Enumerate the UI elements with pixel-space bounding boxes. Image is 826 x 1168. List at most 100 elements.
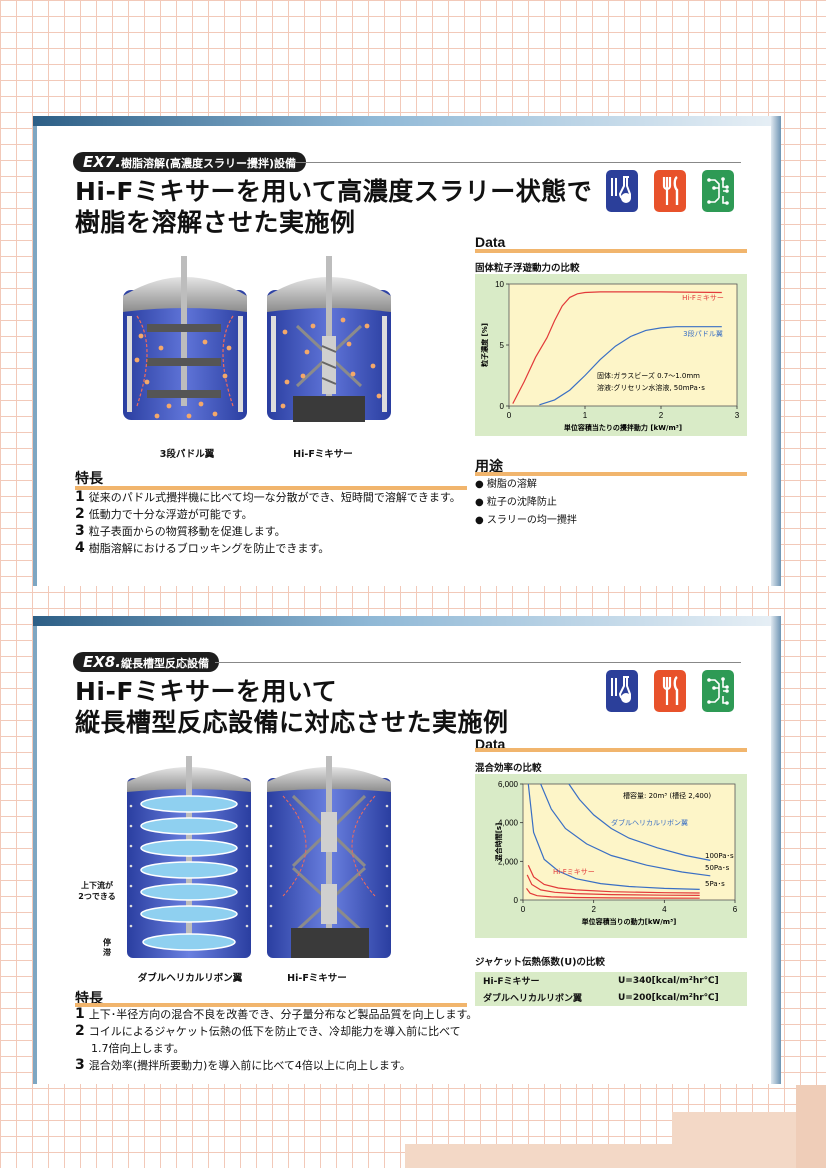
series-line: [527, 783, 700, 890]
y-tick-label: 2,000: [498, 857, 519, 866]
plot-area: [508, 283, 738, 407]
features-rule: [75, 1003, 467, 1007]
x-tick-label: 3: [735, 411, 740, 420]
features-heading: 特長: [75, 470, 103, 486]
callout-text: 上下流が: [81, 881, 113, 890]
feature-text: 混合効率(攪拌所要動力)を導入前に比べて4倍以上に向上します。: [88, 1059, 411, 1072]
y-axis-label: 混合時間[s]: [494, 823, 503, 862]
food-icon: [662, 676, 679, 705]
paddle-tank: [123, 256, 247, 420]
callout-stagnant: 停 滞: [103, 938, 117, 958]
feature-item: 1.7倍向上します。: [75, 1040, 515, 1057]
circuit-icon: [702, 170, 734, 212]
series-line: [568, 783, 711, 861]
card-top-bar: [33, 116, 781, 126]
use-text: スラリーの均一攪拌: [486, 515, 577, 526]
food-icon: [654, 170, 686, 212]
card-top-bar: [33, 616, 781, 626]
section-tag: EX8.縦長槽型反応設備: [73, 652, 219, 672]
uses-list: ● 樹脂の溶解 ● 粒子の沈降防止 ● スラリーの均一攪拌: [475, 476, 577, 530]
feature-number: 4: [75, 540, 85, 556]
feature-number: 1: [75, 1006, 85, 1022]
list-item: ● 粒子の沈降防止: [475, 497, 557, 508]
y-tick-label: 0: [514, 896, 519, 905]
x-axis-label: 単位容積当たりの攪拌動力 [kW/m³]: [564, 423, 682, 432]
table-cell: U=200[kcal/m²hr℃]: [610, 989, 747, 1006]
feature-number: 3: [75, 1057, 85, 1073]
circuit-icon: [702, 670, 734, 712]
tag-rule: [295, 162, 741, 163]
series-line: [540, 783, 711, 877]
circuit-icon: [707, 677, 729, 705]
tank-label-ribbon: ダブルヘリカルリボン翼: [137, 973, 243, 984]
food-icon: [654, 670, 686, 712]
chart-subtitle: 混合効率の比較: [475, 763, 542, 774]
data-rule: [475, 249, 747, 253]
callout-text: 滞: [103, 948, 111, 957]
x-tick-label: 1: [583, 411, 588, 420]
heat-transfer-title: ジャケット伝熱係数(U)の比較: [475, 957, 605, 968]
data-heading: Data: [475, 234, 506, 250]
feature-number: 2: [75, 506, 85, 522]
feature-number: 1: [75, 489, 85, 505]
food-icon: [662, 176, 679, 205]
x-tick-label: 6: [733, 905, 738, 914]
x-tick-label: 2: [591, 905, 596, 914]
y-tick-label: 4,000: [498, 819, 519, 828]
tank-label-hif: Hi-Fミキサー: [293, 449, 353, 460]
y-tick-label: 6,000: [498, 780, 519, 789]
chart-annotation: 溶液:グリセリン水溶液, 50mPa･s: [597, 383, 705, 392]
viscosity-label: 50Pa･s: [705, 864, 730, 872]
flask-icon: [611, 176, 631, 203]
tank-illustration: [123, 256, 391, 422]
background-block: [405, 1144, 826, 1168]
circuit-icon: [707, 177, 729, 205]
table-cell: Hi-Fミキサー: [475, 972, 610, 989]
list-item: ● 樹脂の溶解: [475, 479, 537, 490]
series-line: [512, 291, 722, 404]
feature-text: 従来のパドル式攪拌機に比べて均一な分散ができ、短時間で溶解できます。: [88, 491, 461, 504]
feature-text: 低動力で十分な浮遊が可能です。: [88, 508, 253, 521]
series-label: ダブルヘリカルリボン翼: [611, 818, 688, 827]
series-line: [526, 874, 700, 896]
tag-text: 樹脂溶解(高濃度スラリー攪拌)設備: [120, 157, 297, 170]
card-right-bar: [771, 616, 781, 1084]
flask-icon: [606, 670, 638, 712]
tank-label-hif: Hi-Fミキサー: [287, 973, 347, 984]
card-right-bar: [771, 116, 781, 586]
series-label: Hi-Fミキサー: [682, 294, 724, 302]
viscosity-label: 5Pa･s: [705, 880, 725, 888]
tag-prefix: EX8.: [83, 653, 121, 671]
page-title-line2: 樹脂を溶解させた実施例: [75, 208, 356, 237]
plot-area: [522, 783, 736, 901]
feature-text: 1.7倍向上します。: [91, 1042, 185, 1055]
section-tag: EX7.樹脂溶解(高濃度スラリー攪拌)設備: [73, 152, 307, 172]
x-tick-label: 4: [662, 905, 667, 914]
tank-label-paddle: 3段パドル翼: [159, 449, 215, 460]
hif-tank: [267, 756, 391, 958]
y-tick-label: 10: [495, 280, 504, 289]
tag-rule: [215, 662, 741, 663]
callout-updown: 上下流が 2つできる: [73, 880, 121, 902]
page-title-line1: Hi-Fミキサーを用いて高濃度スラリー状態で: [75, 177, 593, 206]
feature-text: 樹脂溶解におけるブロッキングを防止できます。: [88, 542, 330, 555]
ex8-card: EX8.縦長槽型反応設備 Hi-Fミキサーを用いて 縦長槽型反応設備に対応させた…: [33, 616, 781, 1084]
flask-icon: [611, 676, 631, 703]
table-cell: U=340[kcal/m²hr℃]: [610, 972, 747, 989]
tag-text: 縦長槽型反応設備: [120, 657, 209, 670]
background-block: [796, 1085, 826, 1168]
y-axis-label: 粒子濃度 [%]: [480, 323, 489, 367]
